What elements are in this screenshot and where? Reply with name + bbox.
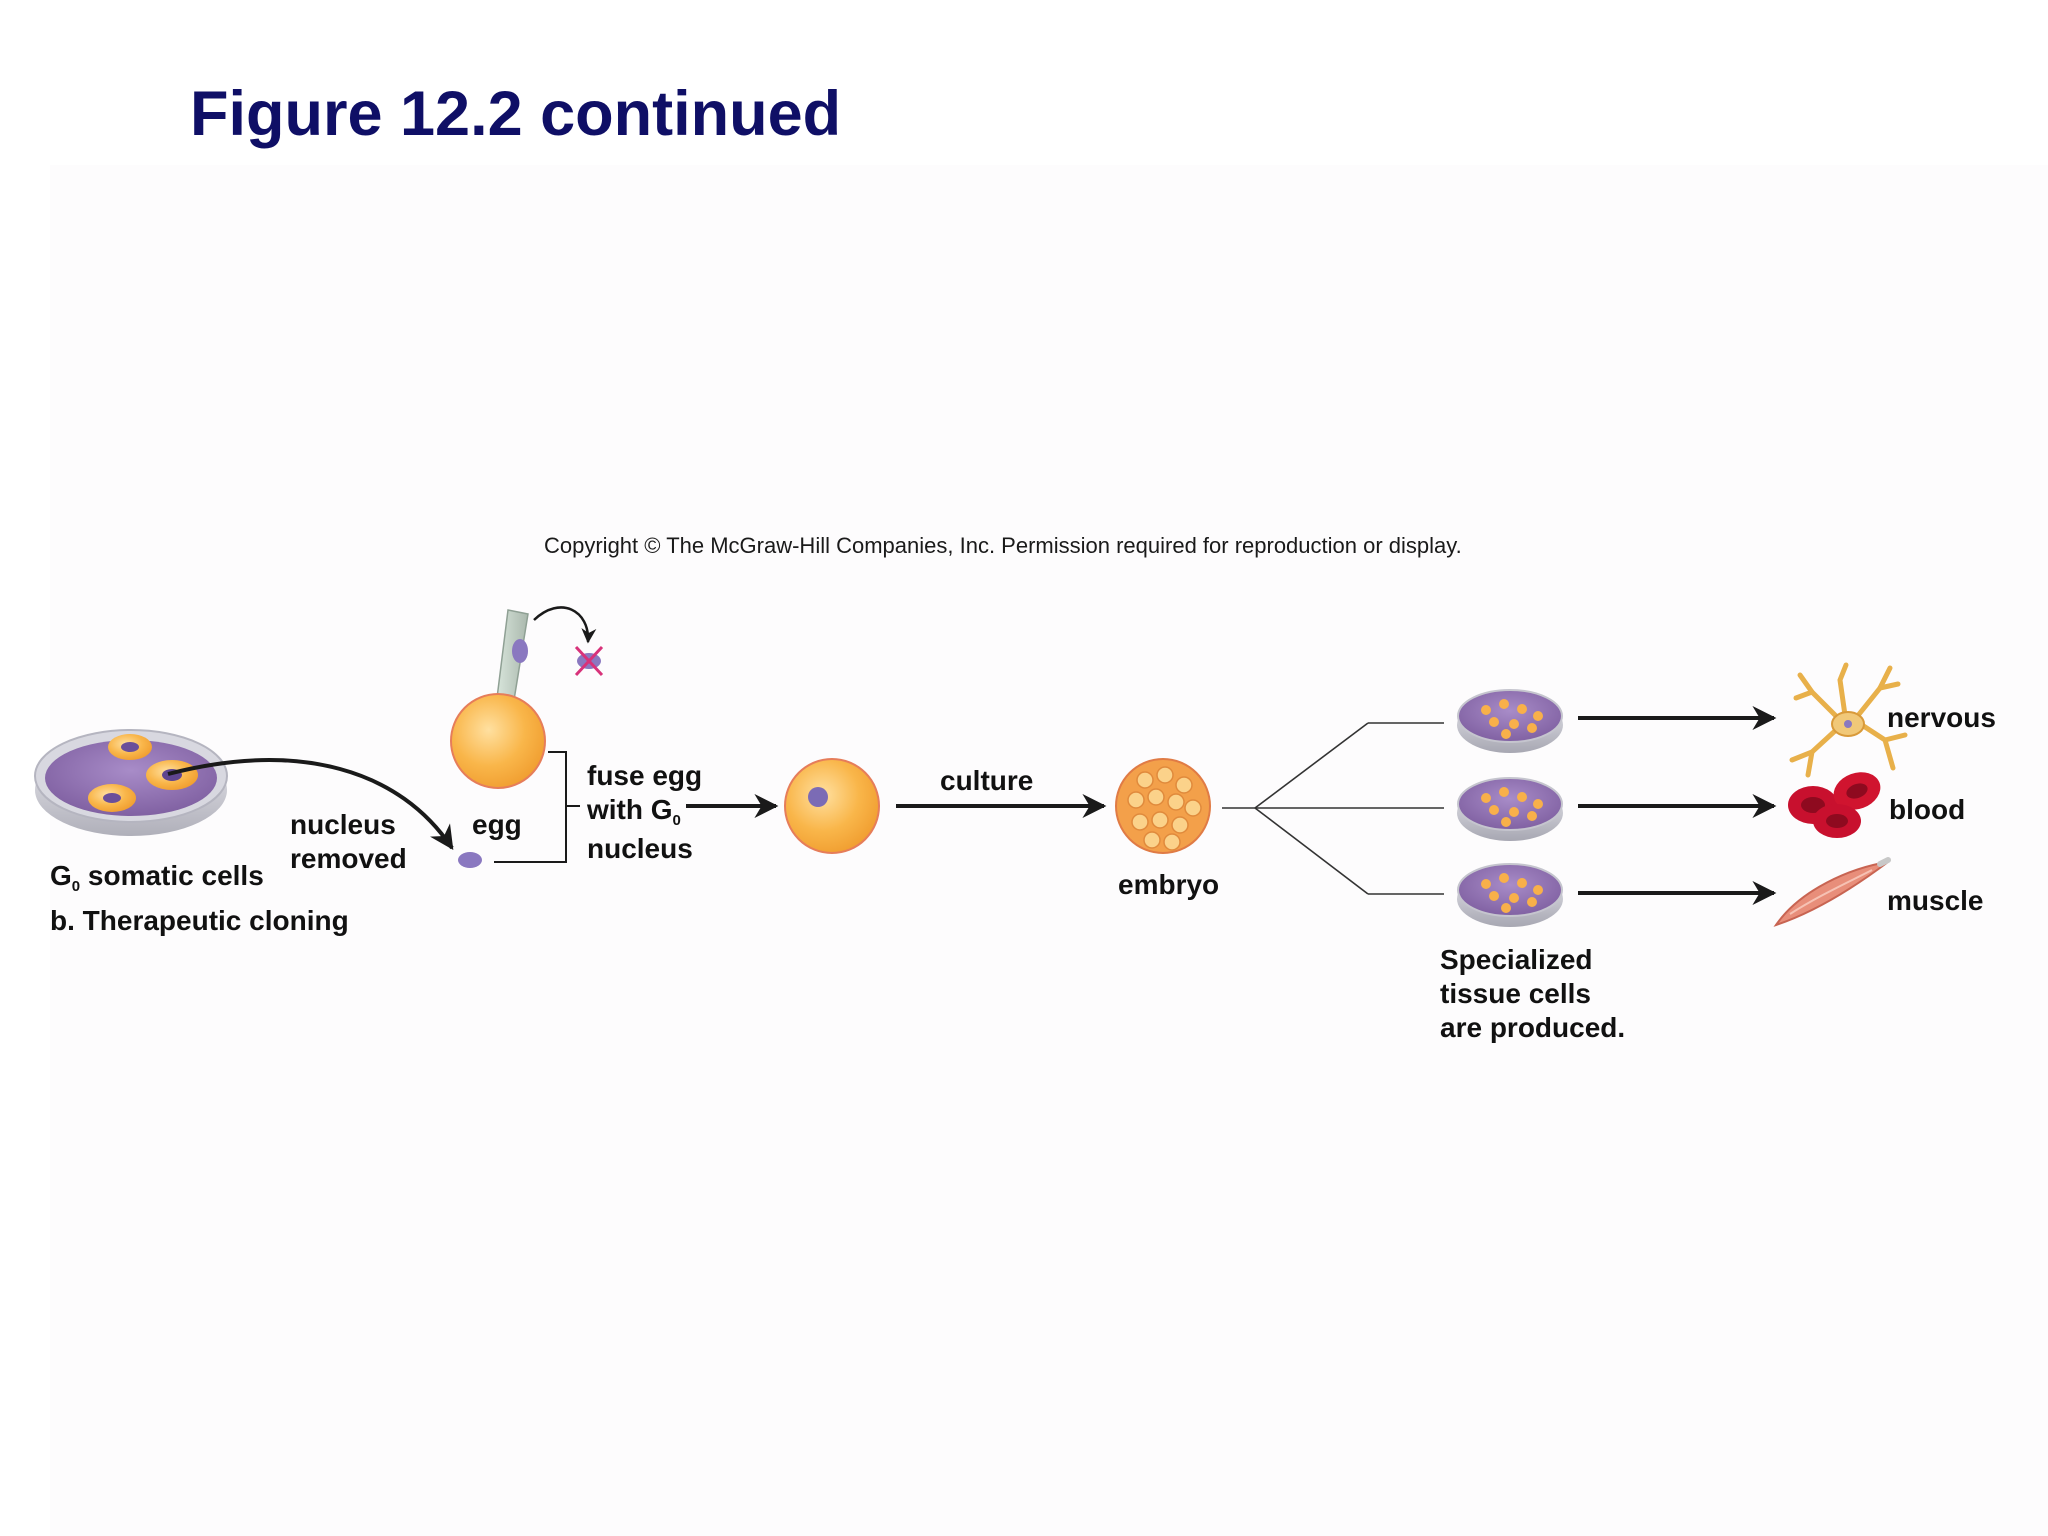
somatic-cell bbox=[88, 784, 136, 812]
somatic-cell bbox=[108, 734, 152, 760]
muscle-cell-icon bbox=[1773, 857, 1891, 927]
specialized-label-line3: are produced. bbox=[1440, 1012, 1626, 1043]
culture-label: culture bbox=[940, 765, 1034, 796]
nucleus-removed-arrow bbox=[167, 758, 454, 850]
egg-cell bbox=[450, 693, 546, 789]
panel-caption: b. Therapeutic cloning bbox=[50, 905, 349, 936]
egg-label: egg bbox=[472, 809, 522, 840]
culture-dish bbox=[1457, 863, 1563, 927]
muscle-label: muscle bbox=[1887, 885, 1984, 916]
discard-arrow bbox=[533, 606, 597, 644]
somatic-rest: somatic cells bbox=[80, 860, 264, 891]
discarded-nucleus-icon bbox=[574, 645, 604, 677]
somatic-subscript: 0 bbox=[71, 878, 81, 895]
nervous-label: nervous bbox=[1887, 702, 1996, 733]
figure-panel bbox=[50, 165, 2048, 1536]
specialized-label-line2: tissue cells bbox=[1440, 978, 1591, 1009]
somatic-cells-label: G0 somatic cells bbox=[50, 859, 264, 898]
fuse-label-line2: with G0 bbox=[587, 793, 681, 832]
branch-lines bbox=[1222, 722, 1444, 895]
embryo-label: embryo bbox=[1118, 869, 1220, 900]
fuse-with-g: with G bbox=[587, 794, 673, 825]
culture-dish bbox=[1457, 689, 1563, 753]
fuse-subscript: 0 bbox=[672, 812, 681, 829]
extracted-nucleus bbox=[458, 852, 482, 868]
fuse-label-line1: fuse egg bbox=[587, 760, 703, 791]
nucleus-removed-label-line2: removed bbox=[290, 843, 407, 874]
blood-label: blood bbox=[1889, 794, 1966, 825]
somatic-cells-dish bbox=[34, 729, 228, 836]
somatic-g: G bbox=[50, 860, 72, 891]
fuse-label-line3: nucleus bbox=[587, 833, 693, 864]
copyright-notice: Copyright © The McGraw-Hill Companies, I… bbox=[544, 533, 1462, 558]
specialized-label-line1: Specialized bbox=[1440, 944, 1593, 975]
blood-cells-icon bbox=[1788, 772, 1881, 838]
micropipette bbox=[495, 609, 529, 708]
nerve-cell-icon bbox=[1789, 662, 1908, 778]
nucleus-removed-label-line1: nucleus bbox=[290, 809, 396, 840]
fused-egg-cell bbox=[784, 758, 880, 854]
slide-title: Figure 12.2 continued bbox=[190, 79, 842, 149]
embryo-icon bbox=[1115, 758, 1211, 854]
culture-dish bbox=[1457, 777, 1563, 841]
